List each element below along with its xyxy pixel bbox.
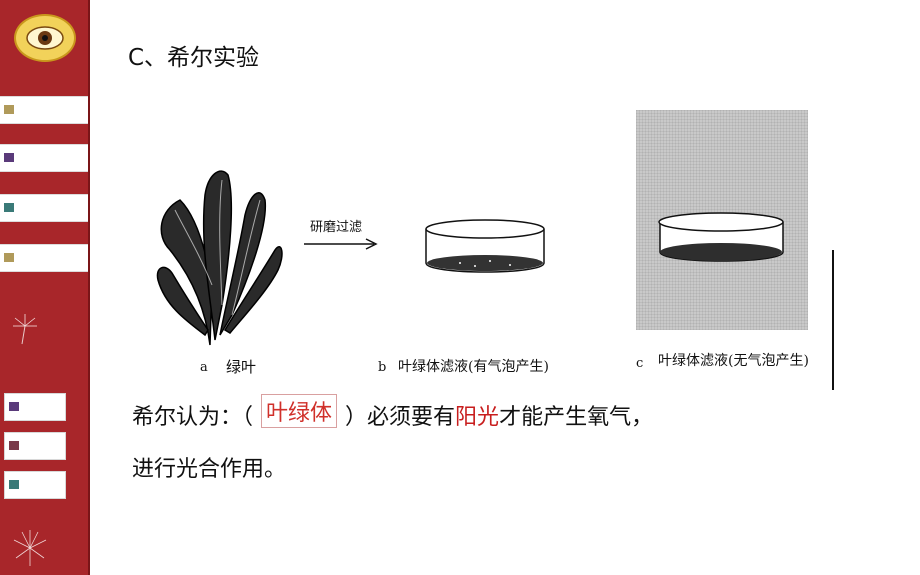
eye-logo-icon xyxy=(26,26,64,50)
nav-tab-3[interactable] xyxy=(0,194,88,222)
nav-marker-icon xyxy=(4,105,14,114)
nav-marker-icon xyxy=(4,153,14,162)
arrow-right-icon xyxy=(304,238,378,250)
nav-marker-icon xyxy=(9,402,19,411)
nav-marker-icon xyxy=(9,480,19,489)
nav-tab-1[interactable] xyxy=(0,96,88,124)
statement-suffix: 才能产生氧气， xyxy=(499,405,654,430)
green-leaf-illustration xyxy=(156,170,283,346)
caption-b-letter: b xyxy=(378,360,387,375)
sidebar-divider xyxy=(88,0,90,575)
dandelion-flower-icon xyxy=(13,530,47,566)
caption-c-letter: c xyxy=(636,356,644,371)
statement-line2: 进行光合作用。 xyxy=(132,457,287,482)
petri-dish-bubbles xyxy=(425,219,545,273)
hill-statement: 希尔认为：（ 叶绿体 ）必须要有阳光才能产生氧气， xyxy=(132,394,654,432)
petri-dish-no-bubbles xyxy=(658,212,784,262)
nav-tab-2[interactable] xyxy=(0,144,88,172)
statement-prefix: 希尔认为：（ xyxy=(132,405,254,430)
nav-marker-icon xyxy=(4,253,14,262)
nav-tab-6[interactable] xyxy=(4,432,66,460)
nav-tab-5[interactable] xyxy=(4,393,66,421)
caption-c: 叶绿体滤液(无气泡产生) xyxy=(658,353,809,369)
nav-marker-icon xyxy=(9,441,19,450)
answer-box: 叶绿体 xyxy=(261,394,338,428)
dandelion-seed-icon xyxy=(13,314,37,345)
vertical-rule xyxy=(832,250,834,390)
page-title: C、希尔实验 xyxy=(128,45,260,71)
nav-tab-4[interactable] xyxy=(0,244,88,272)
caption-b: 叶绿体滤液(有气泡产生) xyxy=(398,359,549,375)
nav-tab-7[interactable] xyxy=(4,471,66,499)
nav-marker-icon xyxy=(4,203,14,212)
caption-a: 绿叶 xyxy=(226,358,257,376)
statement-middle: ）必须要有 xyxy=(345,405,456,430)
logo xyxy=(14,14,76,62)
arrow-label: 研磨过滤 xyxy=(310,220,363,235)
statement-emphasis: 阳光 xyxy=(455,405,500,430)
caption-a-letter: a xyxy=(200,360,208,375)
